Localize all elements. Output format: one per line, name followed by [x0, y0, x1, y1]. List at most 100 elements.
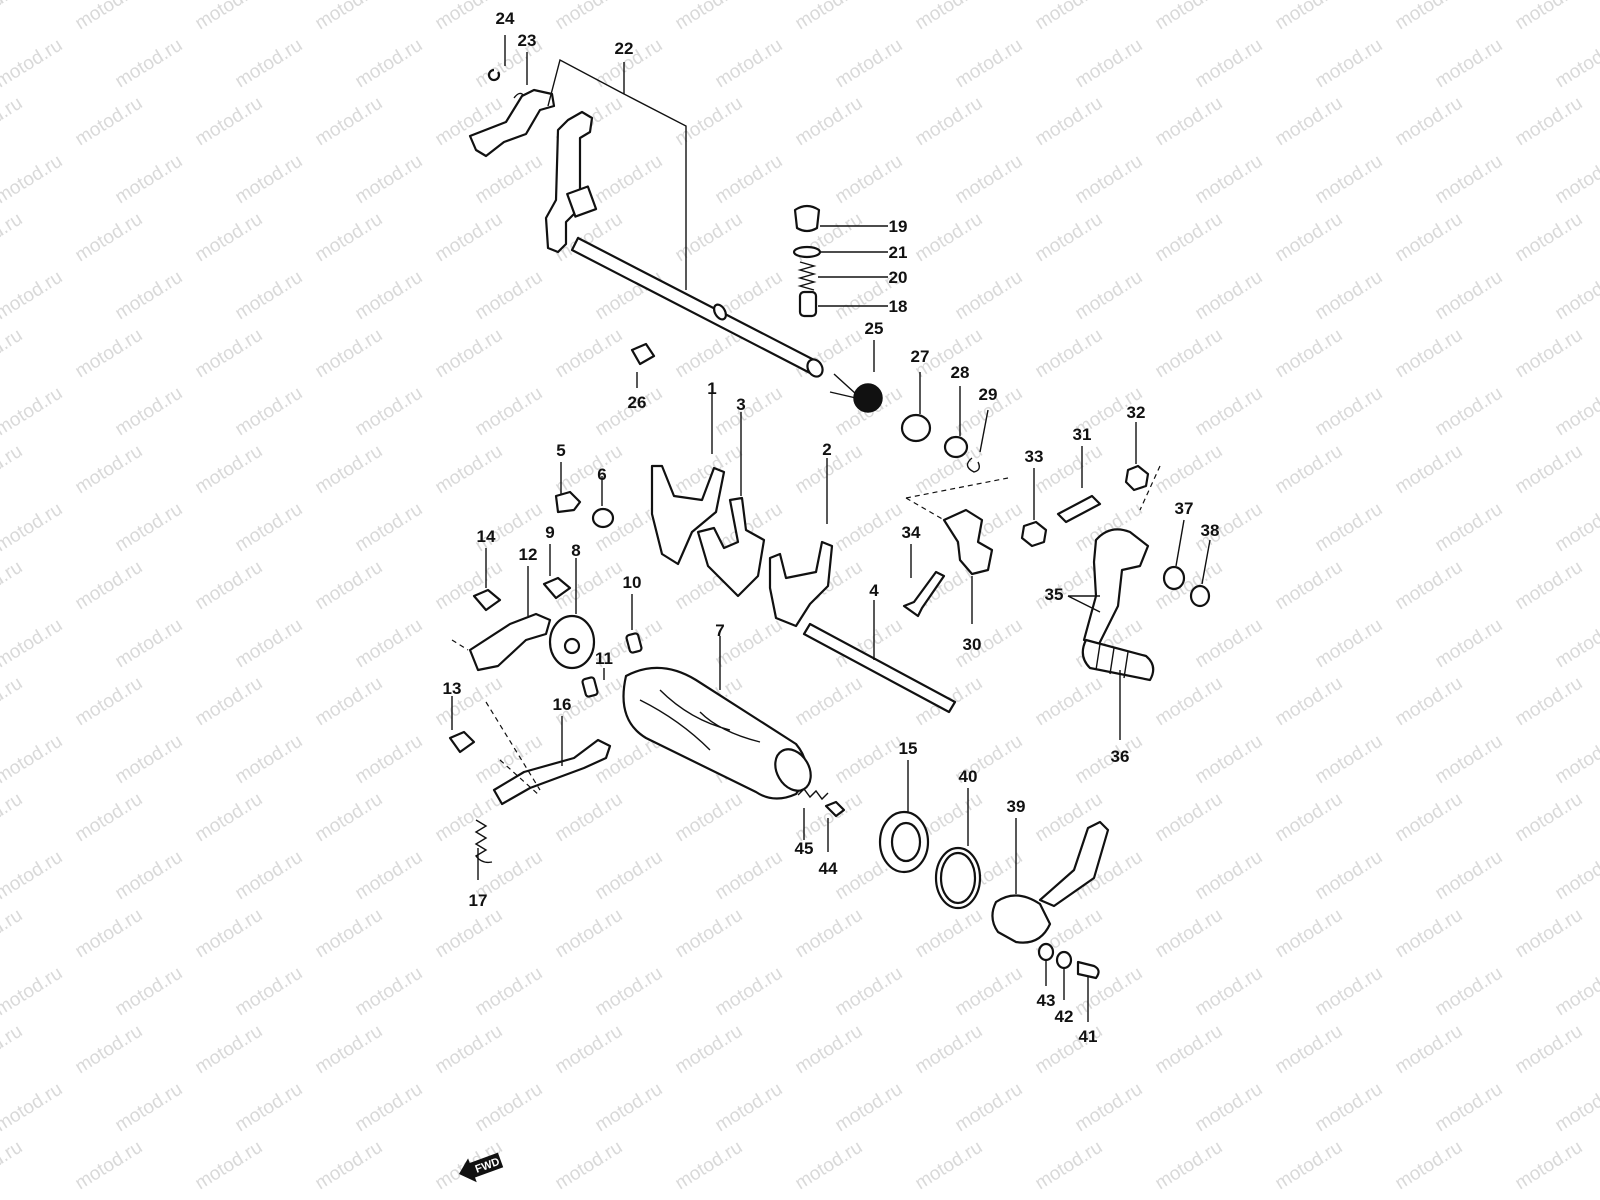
watermark-text: motod.ru [792, 1021, 867, 1079]
watermark-text: motod.ru [1512, 789, 1587, 847]
part-25-spring-leg [829, 373, 857, 399]
part-15-bearing-inner [890, 821, 922, 863]
watermark-text: motod.ru [1272, 673, 1347, 731]
callout-19: 19 [889, 217, 908, 236]
watermark-text: motod.ru [72, 557, 147, 615]
part-25-return-spring [853, 383, 883, 413]
watermark-text: motod.ru [1272, 325, 1347, 383]
watermark-text: motod.ru [1152, 905, 1227, 963]
watermark-text: motod.ru [1392, 441, 1467, 499]
watermark-text: motod.ru [1152, 0, 1227, 34]
watermark-text: motod.ru [1512, 325, 1587, 383]
watermark-text: motod.ru [1392, 325, 1467, 383]
watermark-text: motod.ru [832, 35, 907, 93]
watermark-text: motod.ru [0, 731, 66, 789]
watermark-text: motod.ru [72, 441, 147, 499]
part-6-washer [591, 507, 615, 529]
callout-3: 3 [736, 395, 745, 414]
watermark-text: motod.ru [1312, 731, 1387, 789]
part-19-bolt-head [793, 204, 821, 233]
watermark-text: motod.ru [712, 847, 787, 905]
watermark-text: motod.ru [912, 1137, 987, 1195]
watermark-text: motod.ru [432, 209, 507, 267]
watermark-text: motod.ru [552, 789, 627, 847]
watermark-text: motod.ru [592, 847, 667, 905]
callout-17: 17 [469, 891, 488, 910]
watermark-text: motod.ru [352, 615, 427, 673]
watermark-text: motod.ru [232, 615, 307, 673]
watermark-text: motod.ru [192, 441, 267, 499]
callout-33: 33 [1025, 447, 1044, 466]
watermark-text: motod.ru [312, 789, 387, 847]
part-31-joint [1056, 494, 1102, 524]
watermark-text: motod.ru [832, 499, 907, 557]
part-32-nut [1124, 464, 1150, 492]
watermark-text: motod.ru [1552, 151, 1600, 209]
part-38-clip [1189, 584, 1211, 608]
watermark-text: motod.ru [1272, 93, 1347, 151]
watermark-text: motod.ru [672, 905, 747, 963]
watermark-text: motod.ru [232, 383, 307, 441]
watermark-text: motod.ru [1552, 499, 1600, 557]
watermark-text: motod.ru [192, 1021, 267, 1079]
watermark-text: motod.ru [112, 267, 187, 325]
watermark-text: motod.ru [0, 151, 66, 209]
watermark-text: motod.ru [952, 267, 1027, 325]
watermark-text: motod.ru [1392, 0, 1467, 34]
watermark-text: motod.ru [912, 0, 987, 34]
watermark-text: motod.ru [832, 151, 907, 209]
watermark-text: motod.ru [112, 383, 187, 441]
callout-labels: 1234567891011121314151617181920212223242… [443, 9, 1220, 1046]
watermark-text: motod.ru [1032, 93, 1107, 151]
watermark-text: motod.ru [1392, 557, 1467, 615]
watermark-text: motod.ru [1552, 615, 1600, 673]
watermark-text: motod.ru [72, 0, 147, 34]
watermark-text: motod.ru [1272, 1137, 1347, 1195]
watermark-text: motod.ru [912, 905, 987, 963]
watermark-text: motod.ru [232, 267, 307, 325]
callout-37: 37 [1175, 499, 1194, 518]
part-44-contact [824, 800, 846, 818]
watermark-text: motod.ru [912, 93, 987, 151]
callout-20: 20 [889, 268, 908, 287]
callout-30: 30 [963, 635, 982, 654]
watermark-text: motod.ru [1192, 151, 1267, 209]
watermark-text: motod.ru [1512, 209, 1587, 267]
watermark-text: motod.ru [672, 1137, 747, 1195]
watermark-text: motod.ru [432, 441, 507, 499]
watermark-text: motod.ru [312, 0, 387, 34]
callout-15: 15 [899, 739, 918, 758]
watermark-text: motod.ru [1312, 267, 1387, 325]
watermark-text: motod.ru [0, 383, 66, 441]
watermark-text: motod.ru [232, 1079, 307, 1137]
watermark-text: motod.ru [0, 0, 26, 34]
watermark-text: motod.ru [672, 93, 747, 151]
watermark-text: motod.ru [1512, 93, 1587, 151]
callout-31: 31 [1073, 425, 1092, 444]
watermark-text: motod.ru [0, 1137, 26, 1195]
watermark-text: motod.ru [1032, 0, 1107, 34]
watermark-text: motod.ru [1432, 731, 1507, 789]
watermark-text: motod.ru [592, 963, 667, 1021]
leader-22 [547, 58, 687, 290]
watermark-text: motod.ru [1312, 847, 1387, 905]
watermark-text: motod.ru [1072, 1079, 1147, 1137]
callout-10: 10 [623, 573, 642, 592]
watermark-text: motod.ru [0, 499, 66, 557]
part-1-shift-fork [650, 464, 726, 566]
part-22-arm-window [566, 185, 598, 218]
watermark-text: motod.ru [1392, 209, 1467, 267]
watermark-text: motod.ru [1552, 1195, 1600, 1200]
watermark-text: motod.ru [552, 0, 627, 34]
part-3-shift-fork [696, 496, 766, 598]
watermark-text: motod.ru [1072, 267, 1147, 325]
watermark-text: motod.ru [832, 731, 907, 789]
watermark-text: motod.ru [1312, 151, 1387, 209]
watermark-text: motod.ru [192, 209, 267, 267]
watermark-text: motod.ru [232, 151, 307, 209]
watermark-text: motod.ru [1552, 847, 1600, 905]
watermark-text: motod.ru [1312, 35, 1387, 93]
part-12-stopper-plate [468, 612, 552, 672]
watermark-text: motod.ru [1192, 267, 1267, 325]
watermark-text: motod.ru [0, 557, 26, 615]
